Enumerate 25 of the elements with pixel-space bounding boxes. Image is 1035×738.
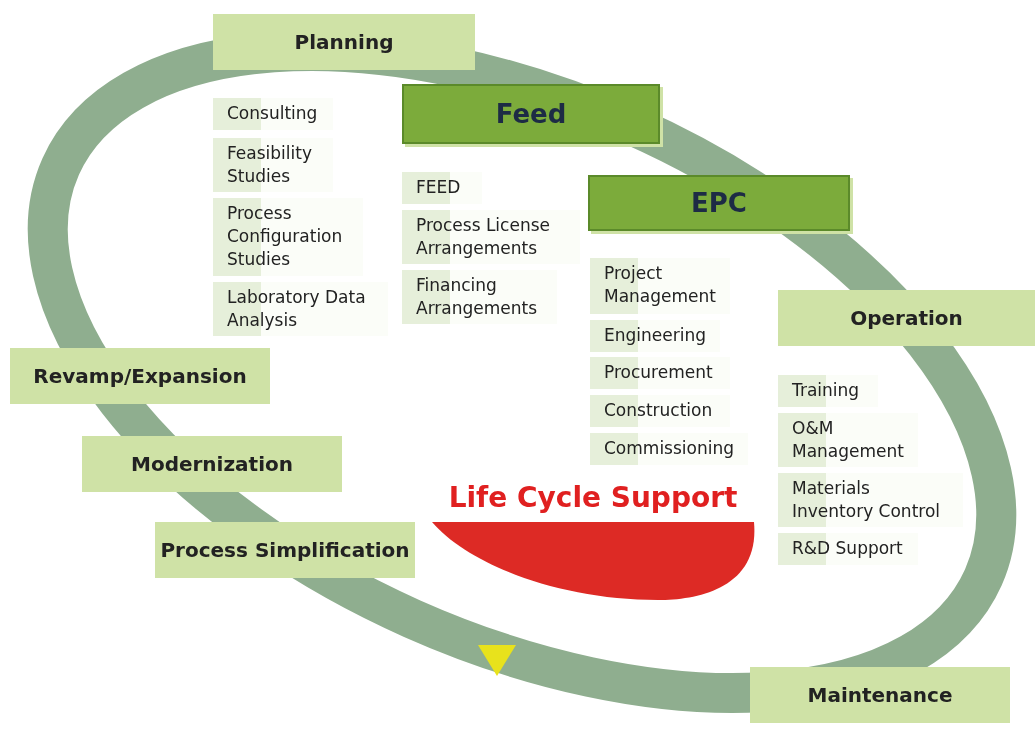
service-item: Engineering xyxy=(590,320,720,352)
service-item: R&D Support xyxy=(778,533,918,565)
stage-box: Modernization xyxy=(82,436,342,492)
service-item: Commissioning xyxy=(590,433,748,465)
service-item: Laboratory Data Analysis xyxy=(213,282,388,336)
service-item: Financing Arrangements xyxy=(402,270,557,324)
service-item: FEED xyxy=(402,172,482,204)
service-item: Process Configuration Studies xyxy=(213,198,363,276)
service-item: Project Management xyxy=(590,258,730,314)
stage-box: EPC xyxy=(588,175,850,231)
service-item: Procurement xyxy=(590,357,730,389)
service-item: Materials Inventory Control xyxy=(778,473,963,527)
service-item: Construction xyxy=(590,395,730,427)
service-item: Feasibility Studies xyxy=(213,138,333,192)
service-item: O&M Management xyxy=(778,413,918,467)
stage-box: Maintenance xyxy=(750,667,1010,723)
heading-text: Life Cycle Support xyxy=(447,480,739,516)
service-item: Training xyxy=(778,375,878,407)
stage-box: Operation xyxy=(778,290,1035,346)
service-item: Consulting xyxy=(213,98,333,130)
service-item: Process License Arrangements xyxy=(402,210,580,264)
stage-box: Planning xyxy=(213,14,475,70)
stage-box: Revamp/Expansion xyxy=(10,348,270,404)
stage-box: Process Simplification xyxy=(155,522,415,578)
stage-box: Feed xyxy=(402,84,660,144)
